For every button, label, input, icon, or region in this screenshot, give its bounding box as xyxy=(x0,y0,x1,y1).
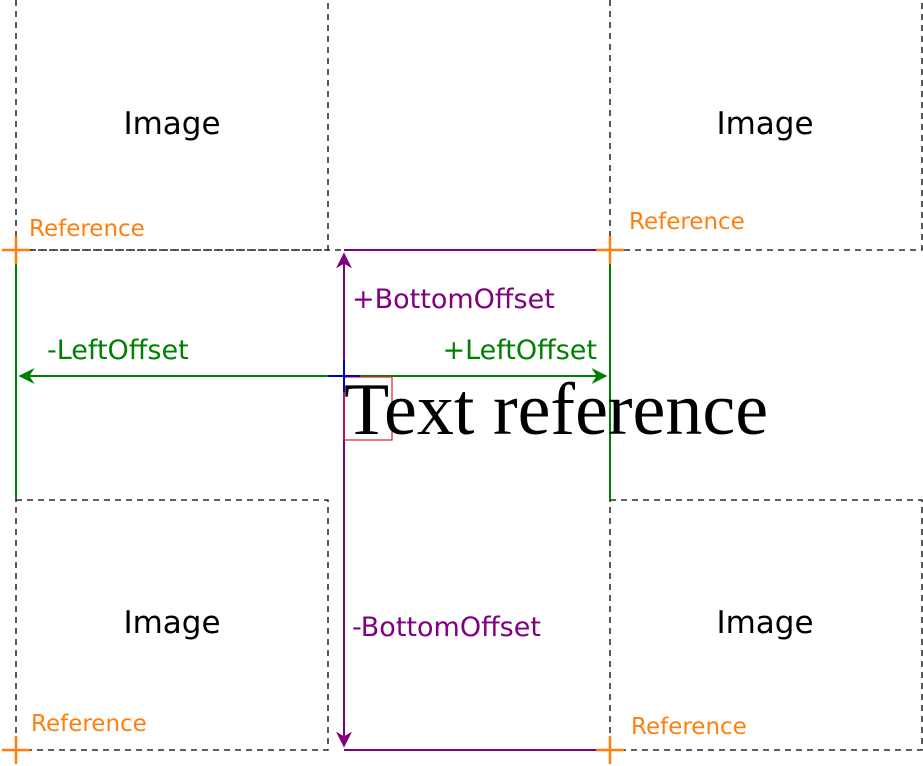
text-anchor-cross xyxy=(328,360,360,392)
bottom-offset-negative-label: -BottomOffset xyxy=(352,612,541,643)
image-label-bottom-right: Image xyxy=(716,605,813,641)
left-offset-positive-label: +LeftOffset xyxy=(442,335,597,366)
first-glyph-box xyxy=(343,376,393,441)
image-box-top-left xyxy=(15,0,329,251)
text-reference-sample: Text reference xyxy=(344,369,768,451)
left-offset-negative-label: -LeftOffset xyxy=(47,335,189,366)
reference-cross-bottom-right xyxy=(596,736,624,764)
bottom-offset-positive-label: +BottomOffset xyxy=(352,284,555,315)
reference-label-bottom-left: Reference xyxy=(31,711,147,737)
reference-cross-top-right xyxy=(596,236,624,264)
reference-label-top-left: Reference xyxy=(29,216,145,242)
image-box-bottom-right xyxy=(609,499,923,751)
image-label-top-right: Image xyxy=(716,106,813,142)
image-label-top-left: Image xyxy=(123,106,220,142)
reference-cross-bottom-left xyxy=(2,736,30,764)
reference-cross-top-left xyxy=(2,236,30,264)
image-box-top-right xyxy=(609,0,923,251)
reference-label-top-right: Reference xyxy=(629,209,745,235)
reference-label-bottom-right: Reference xyxy=(631,714,747,740)
image-box-bottom-left xyxy=(15,499,329,751)
image-label-bottom-left: Image xyxy=(123,605,220,641)
